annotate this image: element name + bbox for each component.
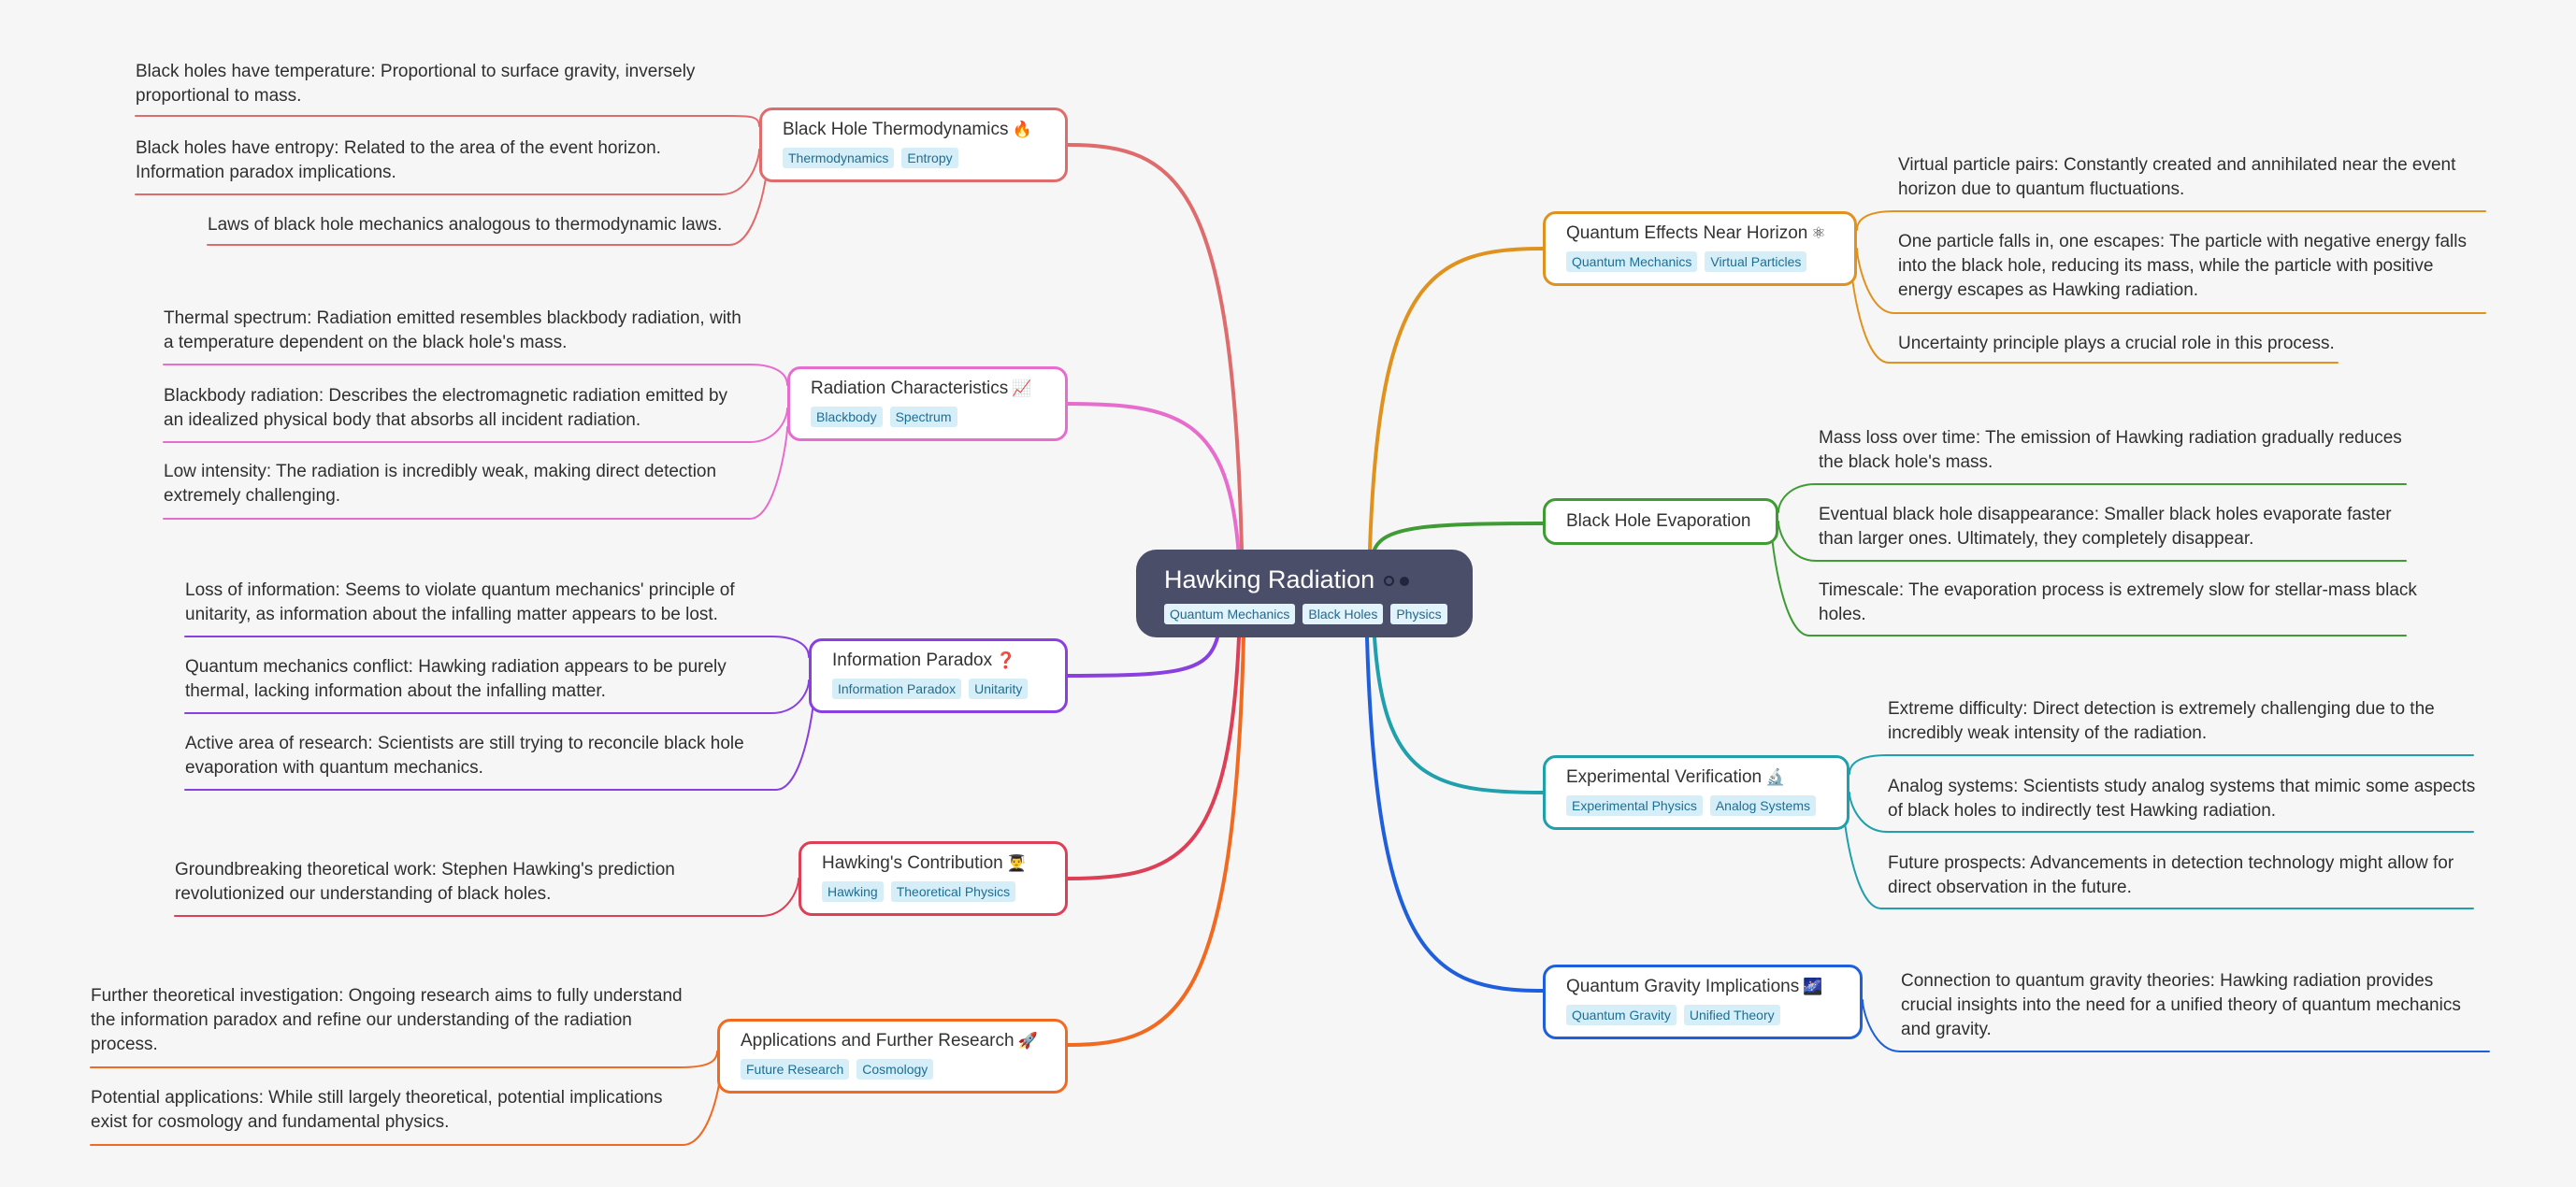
leaf-text: Timescale: The evaporation process is ex… (1819, 580, 2417, 624)
leaf-text: Mass loss over time: The emission of Haw… (1819, 428, 2402, 472)
tag[interactable]: Blackbody (811, 407, 883, 427)
leaf-text: Future prospects: Advancements in detect… (1888, 853, 2454, 897)
trunk-connector (1066, 636, 1241, 880)
root-tag[interactable]: Quantum Mechanics (1164, 604, 1296, 624)
leaf-text: Potential applications: While still larg… (91, 1088, 663, 1132)
leaf-connector (1862, 999, 2490, 1052)
branch-node-evaporation[interactable]: Black Hole Evaporation (1543, 498, 1778, 545)
leaf-text: Black holes have temperature: Proportion… (136, 62, 696, 106)
leaf-text: Connection to quantum gravity theories: … (1901, 971, 2461, 1039)
root-node[interactable]: Hawking Radiation Quantum Mechanics Blac… (1136, 550, 1473, 637)
leaf-connector (135, 114, 760, 127)
branch-node-paradox[interactable]: Information Paradox❓ Information Paradox… (809, 638, 1068, 713)
branch-node-quantum-effects[interactable]: Quantum Effects Near Horizon⚛ Quantum Me… (1543, 211, 1857, 286)
leaf-text: Uncertainty principle plays a crucial ro… (1898, 334, 2335, 353)
branch-title: Hawking's Contribution (822, 853, 1003, 873)
leaf-connector (174, 878, 799, 917)
tag[interactable]: Theoretical Physics (890, 881, 1016, 902)
tag[interactable]: Spectrum (889, 407, 957, 427)
tag[interactable]: Virtual Particles (1705, 251, 1807, 272)
leaf-text: Quantum mechanics conflict: Hawking radi… (185, 657, 727, 701)
leaf-connector (1777, 521, 2407, 562)
trunk-connector (1373, 636, 1545, 794)
leaf-text: Extreme difficulty: Direct detection is … (1888, 699, 2435, 743)
root-title: Hawking Radiation (1164, 565, 1375, 594)
branch-title: Black Hole Evaporation (1566, 511, 1751, 531)
leaf-text: One particle falls in, one escapes: The … (1898, 232, 2467, 300)
leaf-connector (163, 426, 788, 520)
branch-title: Applications and Further Research (741, 1031, 1015, 1051)
expand-dot-icon[interactable] (1400, 576, 1410, 586)
leaf-connector (1849, 792, 2474, 833)
leaf-connector (163, 364, 788, 386)
root-tag[interactable]: Black Holes (1302, 604, 1384, 624)
leaf-text: Virtual particle pairs: Constantly creat… (1898, 155, 2456, 199)
leaf-connector (184, 679, 810, 714)
root-tag[interactable]: Physics (1390, 604, 1447, 624)
branch-node-verification[interactable]: Experimental Verification🔬 Experimental … (1543, 755, 1849, 830)
leaf-text: Loss of information: Seems to violate qu… (185, 580, 735, 624)
tag[interactable]: Cosmology (856, 1059, 934, 1080)
trunk-connector (1365, 636, 1545, 993)
chart-icon: 📈 (1012, 379, 1032, 397)
leaf-text: Active area of research: Scientists are … (185, 734, 744, 778)
leaf-connector (1849, 754, 2474, 775)
leaf-text: Black holes have entropy: Related to the… (136, 138, 661, 182)
tag[interactable]: Thermodynamics (783, 148, 895, 168)
leaf-connector (163, 408, 788, 443)
trunk-connector (1066, 143, 1244, 551)
tag[interactable]: Information Paradox (832, 679, 962, 699)
branch-title: Black Hole Thermodynamics (783, 120, 1009, 139)
tag[interactable]: Analog Systems (1709, 795, 1816, 816)
galaxy-icon: 🌌 (1803, 978, 1823, 995)
leaf-text: Low intensity: The radiation is incredib… (164, 462, 717, 506)
tag[interactable]: Future Research (741, 1059, 850, 1080)
leaf-connector (1856, 248, 2486, 314)
branch-node-radiation[interactable]: Radiation Characteristics📈 Blackbody Spec… (787, 366, 1068, 441)
microscope-icon: 🔬 (1765, 768, 1786, 786)
branch-node-quantum-gravity[interactable]: Quantum Gravity Implications🌌 Quantum Gr… (1543, 965, 1863, 1039)
tag[interactable]: Entropy (901, 148, 958, 168)
leaf-text: Groundbreaking theoretical work: Stephen… (175, 860, 675, 904)
branch-title: Quantum Effects Near Horizon (1566, 223, 1808, 243)
leaf-text: Analog systems: Scientists study analog … (1888, 777, 2476, 821)
tag[interactable]: Quantum Gravity (1566, 1005, 1677, 1025)
leaf-text: Eventual black hole disappearance: Small… (1819, 505, 2392, 549)
atom-icon: ⚛ (1811, 224, 1826, 242)
leaf-text: Further theoretical investigation: Ongoi… (91, 986, 683, 1054)
trunk-connector (1066, 636, 1245, 1047)
question-icon: ❓ (996, 651, 1016, 669)
leaf-text: Blackbody radiation: Describes the elect… (164, 386, 728, 430)
branch-node-thermodynamics[interactable]: Black Hole Thermodynamics🔥 Thermodynamic… (759, 107, 1068, 182)
leaf-connector (90, 1051, 718, 1068)
tag[interactable]: Unified Theory (1683, 1005, 1780, 1025)
leaf-connector (1856, 210, 2486, 231)
branch-node-contribution[interactable]: Hawking's Contribution👨‍🎓 Hawking Theoret… (799, 841, 1068, 916)
leaf-text: Laws of black hole mechanics analogous t… (208, 215, 723, 235)
tag[interactable]: Experimental Physics (1566, 795, 1703, 816)
trunk-connector (1368, 247, 1545, 551)
graduate-icon: 👨‍🎓 (1006, 854, 1027, 872)
trunk-connector (1066, 636, 1219, 678)
leaf-connector (1777, 483, 2407, 513)
tag[interactable]: Quantum Mechanics (1566, 251, 1698, 272)
branch-title: Experimental Verification (1566, 767, 1763, 787)
tag[interactable]: Unitarity (969, 679, 1029, 699)
branch-title: Information Paradox (832, 651, 993, 670)
rocket-icon: 🚀 (1017, 1032, 1038, 1050)
branch-title: Radiation Characteristics (811, 379, 1009, 398)
branch-node-applications[interactable]: Applications and Further Research🚀 Futur… (717, 1019, 1068, 1094)
fire-icon: 🔥 (1012, 121, 1032, 138)
trunk-connector (1066, 402, 1241, 559)
branch-title: Quantum Gravity Implications (1566, 977, 1800, 996)
trunk-connector (1373, 522, 1545, 551)
leaf-text: Thermal spectrum: Radiation emitted rese… (164, 308, 741, 352)
tag[interactable]: Hawking (822, 881, 884, 902)
leaf-connector (135, 149, 760, 195)
collapse-ring-icon[interactable] (1384, 576, 1395, 587)
leaf-connector (184, 636, 810, 658)
